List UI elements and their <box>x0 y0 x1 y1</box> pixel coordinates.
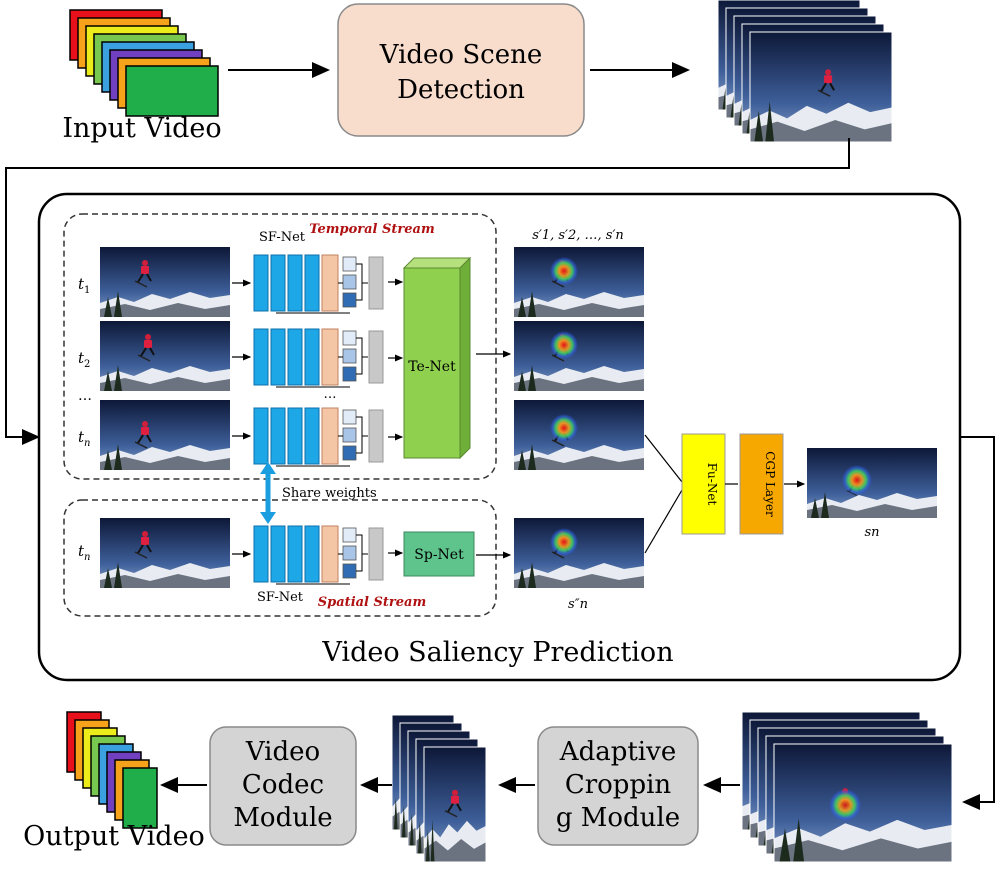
input-frame <box>100 247 230 317</box>
input-frame <box>100 400 230 470</box>
final-output-label: sn <box>864 525 879 540</box>
sfnet-ellipsis: … <box>324 387 337 402</box>
tenet-label: Te-Net <box>408 359 456 375</box>
sfnet-block <box>253 525 384 585</box>
output-video-label: Output Video <box>23 821 205 852</box>
funet-block: Fu-Net <box>681 433 726 535</box>
scene-detection-label-line2: Detection <box>397 75 525 105</box>
photo-frame <box>749 31 893 143</box>
sfnet-block <box>253 407 384 467</box>
sfnet-label-bottom: SF-Net <box>257 590 304 605</box>
row-tn <box>100 400 384 470</box>
codec-module-box: Video Codec Module <box>209 726 357 846</box>
time-label-tn-spatial: tn <box>78 542 90 563</box>
cropping-label-line2: Croppin <box>565 770 672 800</box>
saliency-map-sn <box>514 400 644 470</box>
photo-frame <box>423 746 487 863</box>
time-label-tn: tn <box>78 428 90 449</box>
row-spatial <box>100 518 384 588</box>
row-t1 <box>100 247 384 317</box>
codec-label-line2: Codec <box>242 770 324 800</box>
connector-saliency-to-output-frames <box>960 436 995 810</box>
final-saliency-map <box>807 448 937 518</box>
line-spatial-to-funet <box>644 489 683 554</box>
frame-layer <box>122 767 158 829</box>
row-t2 <box>100 321 384 391</box>
connector-scenes-to-saliency <box>5 138 850 445</box>
cgp-layer-label: CGP Layer <box>763 451 777 517</box>
saliency-map-s2 <box>514 321 644 391</box>
spatial-stream-label: Spatial Stream <box>318 595 426 610</box>
share-weights-arrow <box>260 462 276 524</box>
input-frame <box>100 321 230 391</box>
sfnet-label-top: SF-Net <box>259 230 306 245</box>
cropping-label-line3: g Module <box>556 803 680 833</box>
temporal-output-label: s′1, s′2, …, s′n <box>532 228 624 243</box>
input-video-label: Input Video <box>62 113 221 144</box>
photo-frame <box>773 743 953 863</box>
input-video-stack-icon <box>69 9 219 117</box>
scene-detection-label-line1: Video Scene <box>379 40 542 70</box>
input-frame <box>100 518 230 588</box>
funet-label: Fu-Net <box>705 463 719 506</box>
tenet-block: Te-Net <box>402 256 472 460</box>
cgp-layer-block: CGP Layer <box>739 433 784 535</box>
spatial-stream-region <box>63 499 497 617</box>
cropping-label-line1: Adaptive <box>559 737 676 767</box>
spnet-label: Sp-Net <box>414 547 464 563</box>
cropped-frames-stack <box>391 714 487 863</box>
sfnet-block <box>253 328 384 388</box>
saliency-frames-stack <box>741 711 953 863</box>
saliency-map-spatial <box>514 518 644 588</box>
codec-label-line1: Video <box>245 737 320 767</box>
temporal-stream-label: Temporal Stream <box>309 222 434 237</box>
saliency-prediction-title: Video Saliency Prediction <box>321 637 673 668</box>
output-video-stack-icon <box>66 711 158 829</box>
detected-scene-frames-stack <box>717 0 893 143</box>
spnet-block: Sp-Net <box>403 531 475 577</box>
line-temporal-to-funet <box>644 434 683 483</box>
time-label-t2: t2 <box>78 349 90 370</box>
share-weights-label: Share weights <box>282 486 377 501</box>
scene-detection-box: Video Scene Detection <box>337 3 585 137</box>
time-ellipsis: … <box>78 388 92 404</box>
spatial-output-label: s″n <box>568 597 588 612</box>
saliency-map-s1 <box>514 247 644 317</box>
sfnet-block <box>253 254 384 314</box>
cropping-module-box: Adaptive Croppin g Module <box>537 726 699 846</box>
time-label-t1: t1 <box>78 275 90 296</box>
codec-label-line3: Module <box>233 803 332 833</box>
frame-layer <box>125 65 219 117</box>
